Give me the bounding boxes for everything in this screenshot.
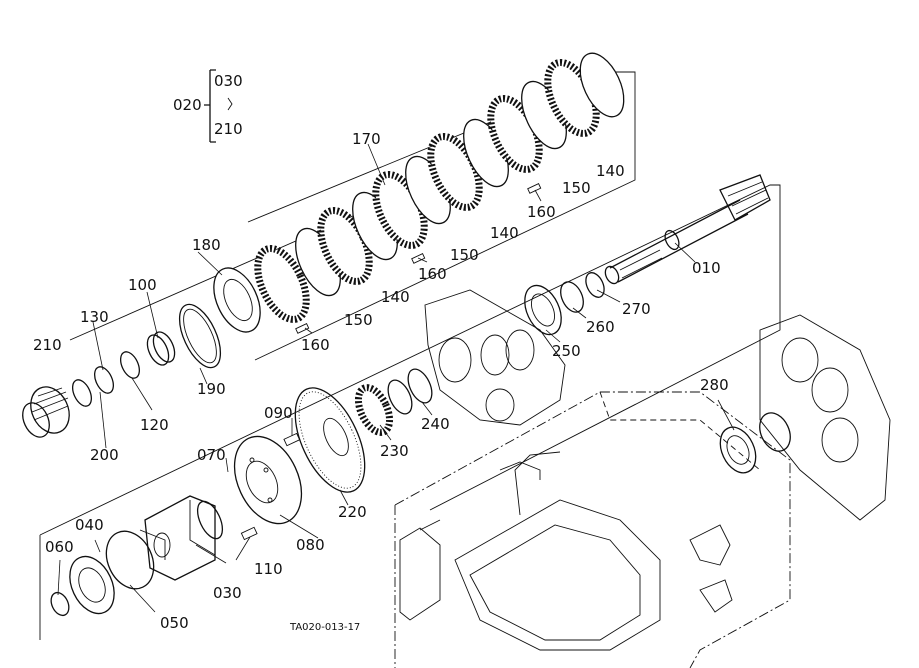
callout-190: 190 [197, 380, 226, 398]
leader-lines [57, 143, 735, 613]
callout-150-b: 150 [450, 246, 479, 264]
callout-060: 060 [45, 538, 74, 556]
callout-210: 210 [33, 336, 62, 354]
callout-140-a: 140 [381, 288, 410, 306]
callout-160-a: 160 [301, 336, 330, 354]
callout-150-c: 150 [562, 179, 591, 197]
callout-160-c: 160 [527, 203, 556, 221]
clutch-discs [213, 52, 625, 334]
hub-080 [233, 432, 303, 541]
callout-120: 120 [140, 416, 169, 434]
callout-220: 220 [338, 503, 367, 521]
callout-030: 030 [213, 584, 242, 602]
callout-160-b: 160 [418, 265, 447, 283]
drawing-code: TA020-013-17 [289, 622, 360, 633]
bearing-040-ring-050 [50, 530, 155, 617]
bearings-upper [524, 272, 605, 336]
assembly-group-020: 020 030 210 [173, 69, 243, 143]
callout-090: 090 [264, 404, 293, 422]
callout-280: 280 [700, 376, 729, 394]
gear-210 [22, 386, 70, 438]
callout-040: 040 [75, 516, 104, 534]
transmission-case [394, 391, 791, 668]
housing [424, 289, 566, 426]
callout-250: 250 [552, 342, 581, 360]
callout-150-a: 150 [344, 311, 373, 329]
callout-020: 020 [173, 96, 202, 114]
callout-030-group: 030 [214, 72, 243, 90]
callout-140-c: 140 [596, 162, 625, 180]
disc-220 [294, 387, 366, 493]
callout-130: 130 [80, 308, 109, 326]
callout-200: 200 [90, 446, 119, 464]
callout-210-group: 210 [214, 120, 243, 138]
carrier-030 [139, 495, 224, 581]
callout-010: 010 [692, 259, 721, 277]
shaft-010 [604, 174, 771, 285]
piston-and-rings [71, 303, 222, 407]
rear-housing [719, 314, 891, 521]
rings-lower [354, 368, 433, 436]
callout-110: 110 [254, 560, 283, 578]
callout-270: 270 [622, 300, 651, 318]
callout-labels: 010 030 040 050 060 070 080 090 100 110 … [33, 130, 729, 632]
callout-180: 180 [192, 236, 221, 254]
callout-260: 260 [586, 318, 615, 336]
callout-100: 100 [128, 276, 157, 294]
callout-230: 230 [380, 442, 409, 460]
callout-080: 080 [296, 536, 325, 554]
callout-070: 070 [197, 446, 226, 464]
callout-170: 170 [352, 130, 381, 148]
callout-140-b: 140 [490, 224, 519, 242]
callout-050: 050 [160, 614, 189, 632]
callout-240: 240 [421, 415, 450, 433]
